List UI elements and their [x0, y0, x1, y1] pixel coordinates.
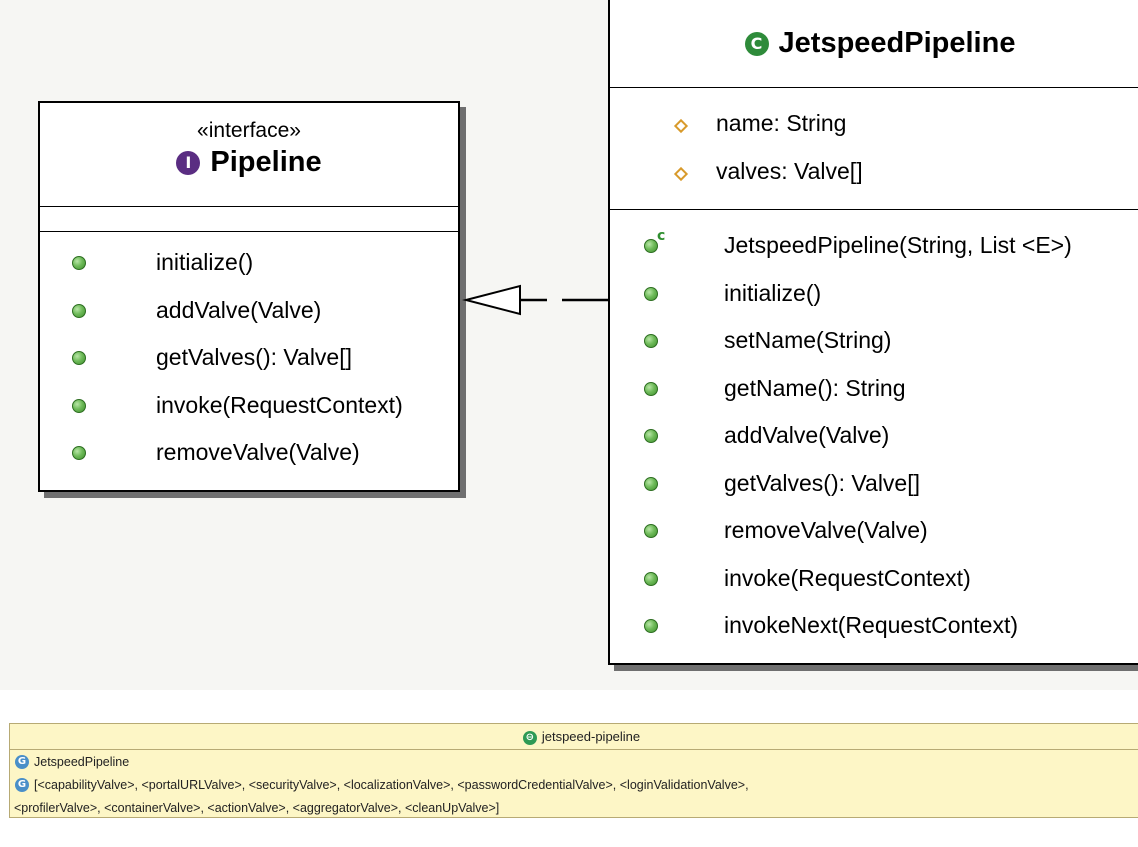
bean-header: ⊖ jetspeed-pipeline	[10, 724, 1138, 750]
protected-field-icon	[673, 119, 689, 134]
method-row[interactable]: setName(String)	[610, 317, 1138, 365]
class-title: JetspeedPipeline	[778, 27, 1016, 59]
public-method-icon	[72, 446, 86, 461]
public-method-icon	[644, 381, 658, 396]
public-method-icon	[644, 619, 658, 634]
method-row[interactable]: removeValve(Valve)	[610, 507, 1138, 555]
bean-title: jetspeed-pipeline	[541, 729, 641, 744]
method-label: invokeNext(RequestContext)	[724, 612, 1019, 639]
interface-icon: I	[176, 150, 201, 175]
method-label: setName(String)	[724, 327, 892, 354]
field-label: name: String	[716, 110, 847, 137]
method-row[interactable]: removeValve(Valve)	[40, 429, 458, 477]
method-label: getName(): String	[724, 374, 906, 401]
method-row[interactable]: initialize()	[40, 239, 458, 287]
bean-class-row[interactable]: G JetspeedPipeline	[10, 750, 1138, 773]
bean-panel: ⊖ jetspeed-pipeline G JetspeedPipeline G …	[9, 697, 1138, 847]
method-row[interactable]: invoke(RequestContext)	[610, 555, 1138, 603]
fields-compartment: name: String valves: Valve[]	[610, 88, 1138, 210]
method-label: initialize()	[156, 249, 254, 276]
method-row[interactable]: addValve(Valve)	[40, 287, 458, 335]
method-row[interactable]: addValve(Valve)	[610, 412, 1138, 460]
jetspeed-pipeline-class-box[interactable]: C JetspeedPipeline name: String valves: …	[608, 0, 1138, 665]
pipeline-header: «interface» I Pipeline	[40, 103, 458, 207]
method-row[interactable]: getValves(): Valve[]	[40, 334, 458, 382]
field-label: valves: Valve[]	[716, 157, 863, 184]
public-method-icon	[644, 524, 658, 539]
field-row[interactable]: valves: Valve[]	[610, 148, 1138, 196]
realization-arrow	[462, 284, 610, 316]
pipeline-methods: initialize() addValve(Valve) getValves()…	[40, 232, 458, 477]
method-label: removeValve(Valve)	[156, 439, 360, 466]
method-row[interactable]: initialize()	[610, 270, 1138, 318]
public-method-icon	[72, 351, 86, 366]
class-header: C JetspeedPipeline	[610, 0, 1138, 88]
method-label: removeValve(Valve)	[724, 517, 928, 544]
public-method-icon	[644, 476, 658, 491]
public-method-icon	[644, 571, 658, 586]
interface-stereotype: «interface»	[197, 119, 301, 142]
method-label: getValves(): Valve[]	[724, 469, 921, 496]
method-label: invoke(RequestContext)	[156, 391, 403, 418]
method-label: addValve(Valve)	[724, 422, 890, 449]
method-label: invoke(RequestContext)	[724, 564, 971, 591]
bean-icon: ⊖	[522, 730, 537, 745]
field-row[interactable]: name: String	[610, 100, 1138, 148]
protected-field-icon	[673, 166, 689, 181]
method-label: initialize()	[724, 279, 822, 306]
constructor-arg-icon: G	[15, 777, 29, 792]
bean-args-row-continued: <profilerValve>, <containerValve>, <acti…	[10, 796, 1138, 819]
constructor-label: JetspeedPipeline(String, List <E>)	[724, 232, 1072, 259]
pipeline-fields-compartment	[40, 207, 458, 232]
bean-class-label: JetspeedPipeline	[34, 754, 130, 769]
method-label: addValve(Valve)	[156, 296, 322, 323]
public-method-icon	[644, 286, 658, 301]
public-method-icon	[644, 334, 658, 349]
bean-args-row[interactable]: G [<capabilityValve>, <portalURLValve>, …	[10, 773, 1138, 796]
method-label: getValves(): Valve[]	[156, 344, 353, 371]
bean-args-label: [<capabilityValve>, <portalURLValve>, <s…	[34, 777, 749, 792]
public-method-icon	[72, 256, 86, 271]
bean-args-label-continued: <profilerValve>, <containerValve>, <acti…	[14, 800, 500, 815]
constructor-icon: c	[644, 228, 666, 254]
bean-class-icon: G	[15, 754, 29, 769]
public-method-icon	[644, 429, 658, 444]
pipeline-title: Pipeline	[210, 146, 322, 178]
methods-compartment: c JetspeedPipeline(String, List <E>) init…	[610, 210, 1138, 650]
method-row[interactable]: invokeNext(RequestContext)	[610, 602, 1138, 650]
public-method-icon	[72, 398, 86, 413]
public-method-icon	[72, 303, 86, 318]
class-icon: C	[744, 31, 769, 56]
constructor-row[interactable]: c JetspeedPipeline(String, List <E>)	[610, 222, 1138, 270]
method-row[interactable]: getValves(): Valve[]	[610, 460, 1138, 508]
method-row[interactable]: getName(): String	[610, 365, 1138, 413]
method-row[interactable]: invoke(RequestContext)	[40, 382, 458, 430]
bean-box[interactable]: ⊖ jetspeed-pipeline G JetspeedPipeline G …	[9, 723, 1138, 818]
pipeline-interface-box[interactable]: «interface» I Pipeline initialize() addV…	[38, 101, 460, 492]
